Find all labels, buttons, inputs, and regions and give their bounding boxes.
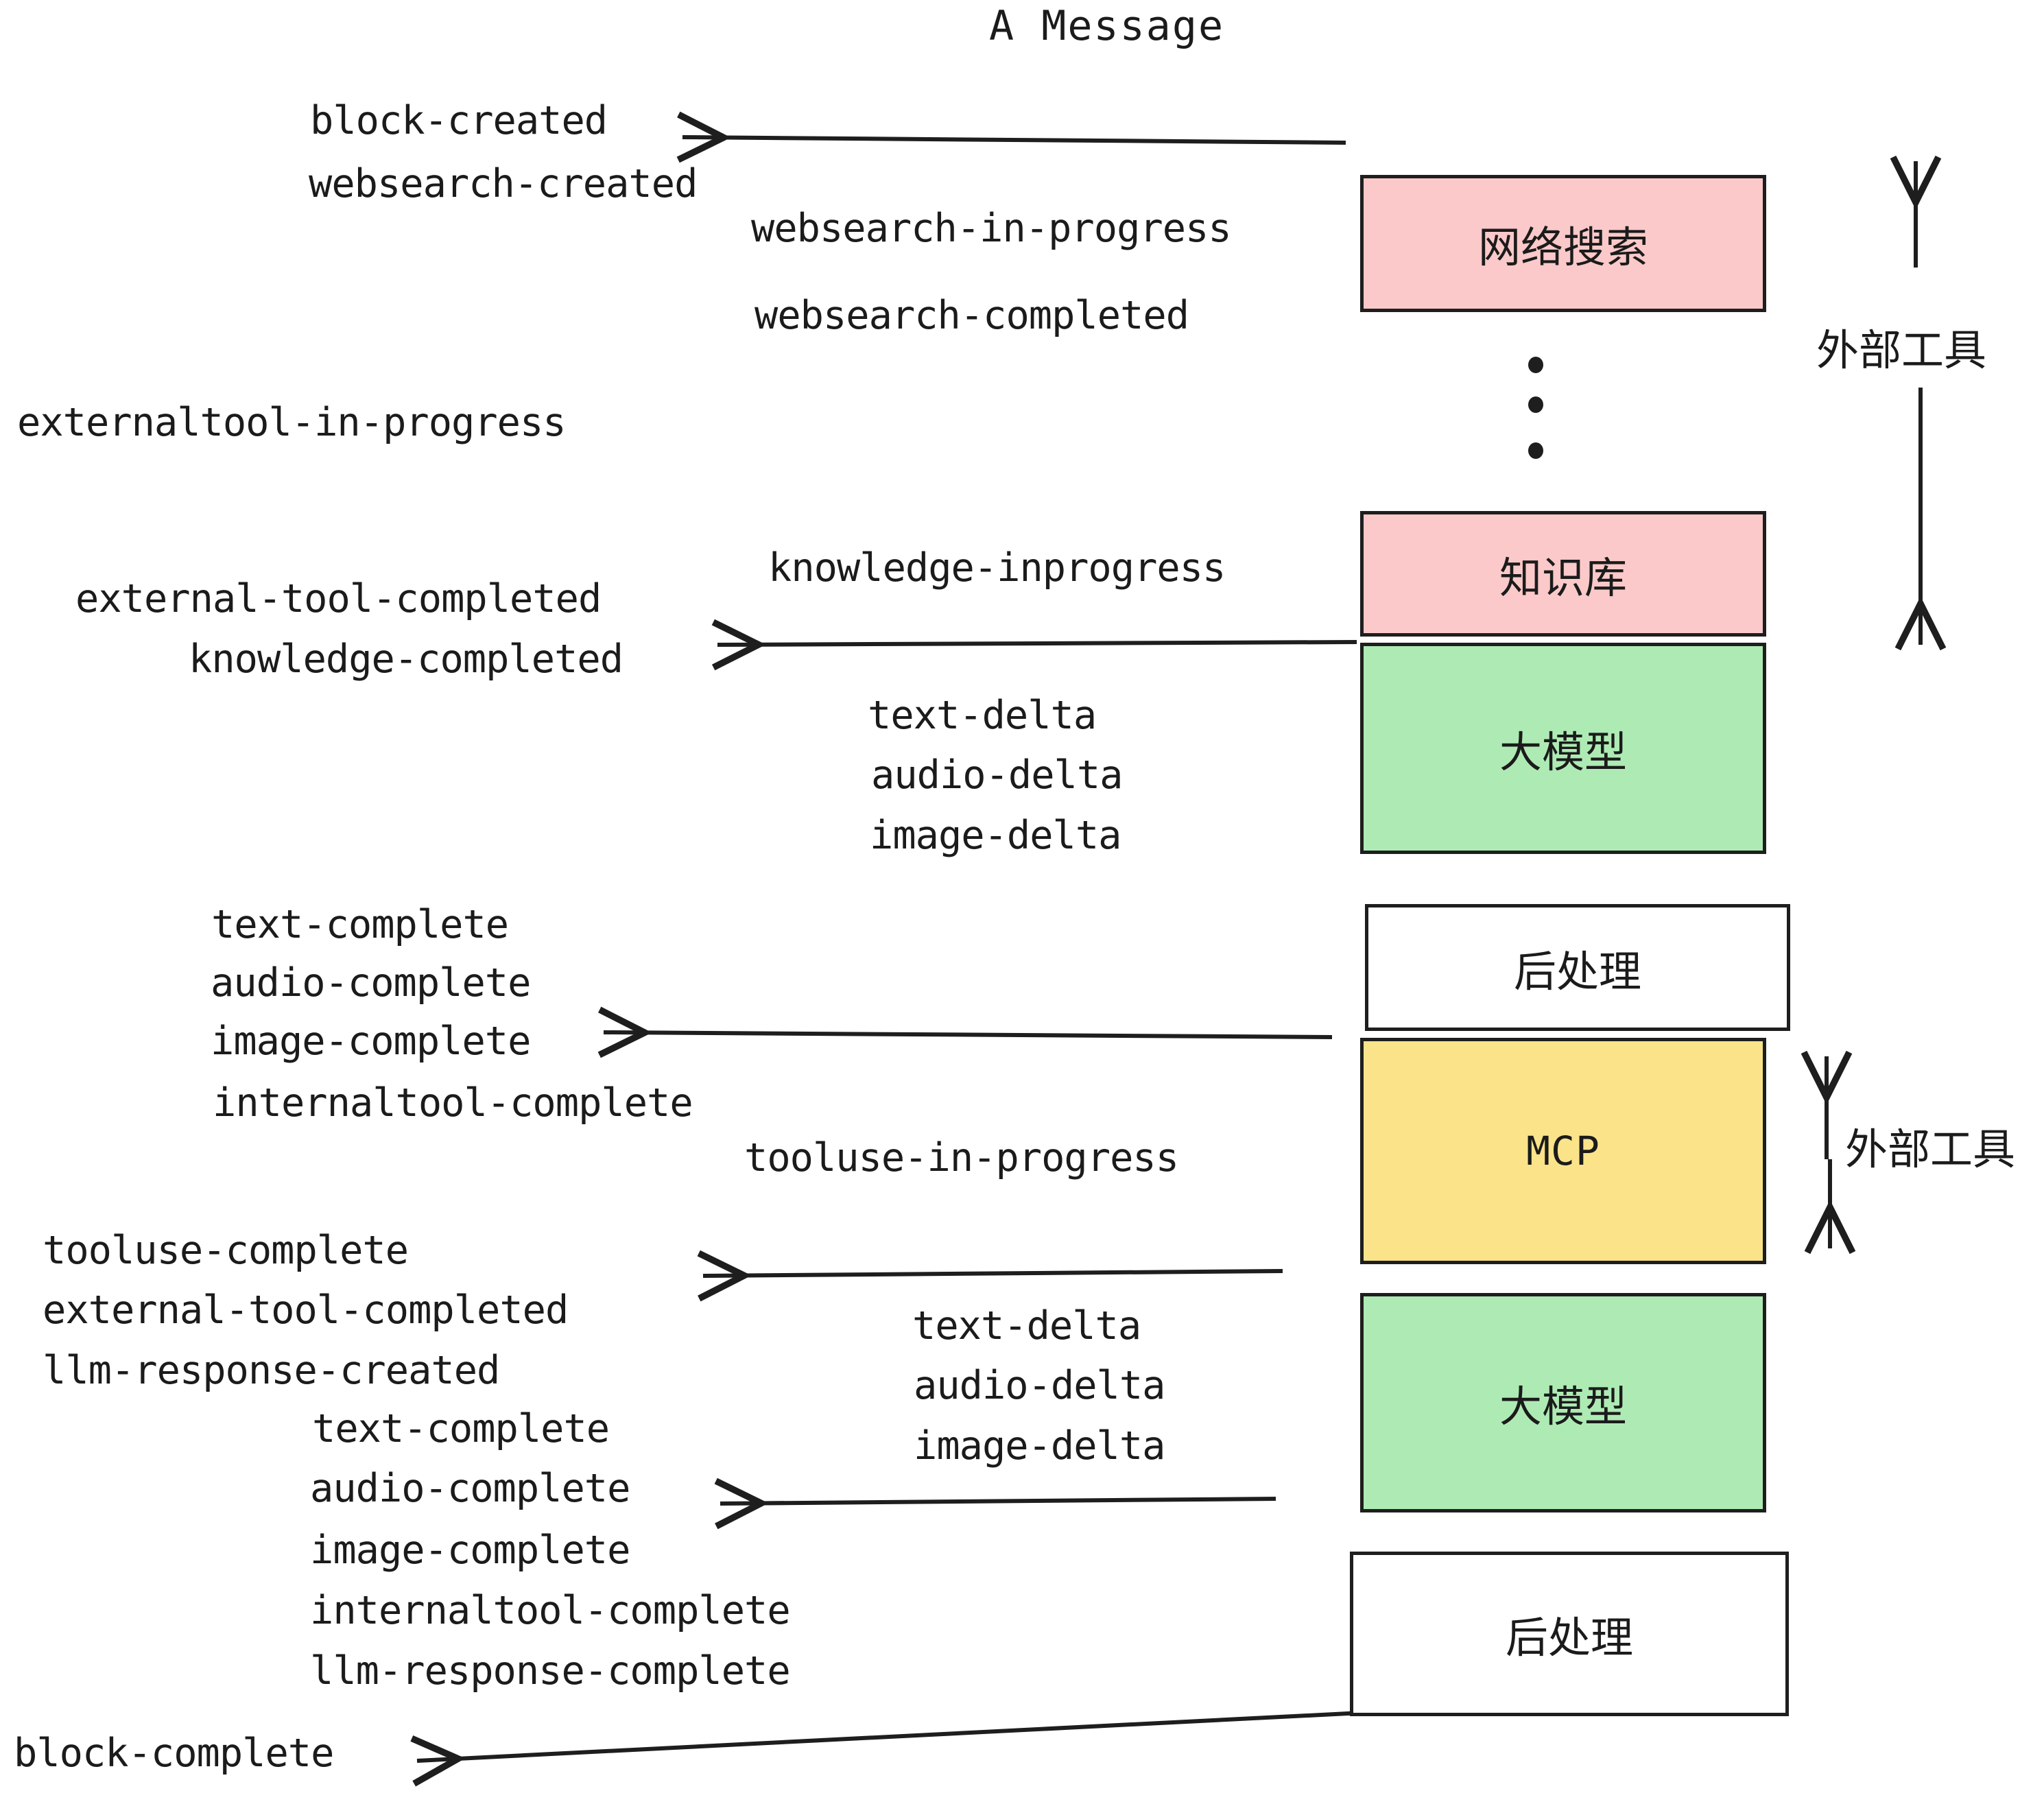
event-tooluse-in-progress: tooluse-in-progress <box>744 1135 1179 1180</box>
ellipsis-dot-2 <box>1528 396 1543 413</box>
arrow-websearch-to-block <box>682 137 1346 143</box>
event-tooluse-complete: tooluse-complete <box>43 1228 409 1273</box>
arrow-postprocess-to-complete <box>604 1032 1333 1037</box>
node-llm-top[interactable]: 大模型 <box>1360 643 1766 854</box>
event-text-complete-2: text-complete <box>312 1406 610 1451</box>
arrow-knowledge-completed <box>717 642 1357 645</box>
event-llm-response-complete: llm-response-complete <box>310 1648 791 1694</box>
node-knowledge[interactable]: 知识库 <box>1360 511 1766 637</box>
node-postprocess-top[interactable]: 后处理 <box>1365 904 1790 1031</box>
event-block-created: block-created <box>310 98 608 143</box>
node-websearch[interactable]: 网络搜索 <box>1360 175 1766 312</box>
event-image-delta-1: image-delta <box>870 813 1121 858</box>
event-websearch-completed: websearch-completed <box>754 293 1189 338</box>
event-text-delta-1: text-delta <box>868 693 1097 738</box>
arrow-postprocess-to-block-complete <box>417 1711 1362 1761</box>
diagram-title: A Message <box>989 2 1225 50</box>
node-mcp[interactable]: MCP <box>1360 1038 1766 1264</box>
node-llm-bottom[interactable]: 大模型 <box>1360 1293 1766 1512</box>
event-block-complete: block-complete <box>14 1731 334 1776</box>
event-external-tool-completed-2: external-tool-completed <box>43 1287 569 1333</box>
label-external-tool-top: 外部工具 <box>1816 325 1987 375</box>
event-llm-response-created: llm-response-created <box>43 1348 500 1393</box>
event-internaltool-complete-2: internaltool-complete <box>310 1588 791 1633</box>
event-image-complete-1: image-complete <box>211 1019 531 1064</box>
event-text-delta-2: text-delta <box>912 1303 1141 1349</box>
event-audio-delta-1: audio-delta <box>871 752 1123 798</box>
label-external-tool-bottom: 外部工具 <box>1845 1124 2016 1174</box>
node-postprocess-bottom[interactable]: 后处理 <box>1350 1552 1789 1716</box>
event-knowledge-completed: knowledge-completed <box>189 637 623 682</box>
event-audio-complete-2: audio-complete <box>310 1466 630 1511</box>
event-image-delta-2: image-delta <box>914 1423 1165 1469</box>
event-external-tool-completed-1: external-tool-completed <box>75 576 602 621</box>
ellipsis-dot-1 <box>1528 357 1543 373</box>
event-image-complete-2: image-complete <box>310 1528 630 1573</box>
event-internaltool-complete-1: internaltool-complete <box>213 1080 693 1126</box>
event-audio-complete-1: audio-complete <box>211 960 531 1006</box>
arrow-mcp-to-tooluse <box>703 1271 1283 1276</box>
event-externaltool-in-progress: externaltool-in-progress <box>17 400 567 445</box>
event-audio-delta-2: audio-delta <box>914 1363 1165 1408</box>
event-websearch-in-progress: websearch-in-progress <box>751 206 1232 251</box>
event-knowledge-inprogress: knowledge-inprogress <box>768 545 1226 591</box>
ellipsis-dot-3 <box>1528 442 1543 459</box>
arrow-llm-to-audio-complete <box>720 1499 1276 1504</box>
event-text-complete-1: text-complete <box>211 902 509 947</box>
event-websearch-created: websearch-created <box>309 161 698 206</box>
